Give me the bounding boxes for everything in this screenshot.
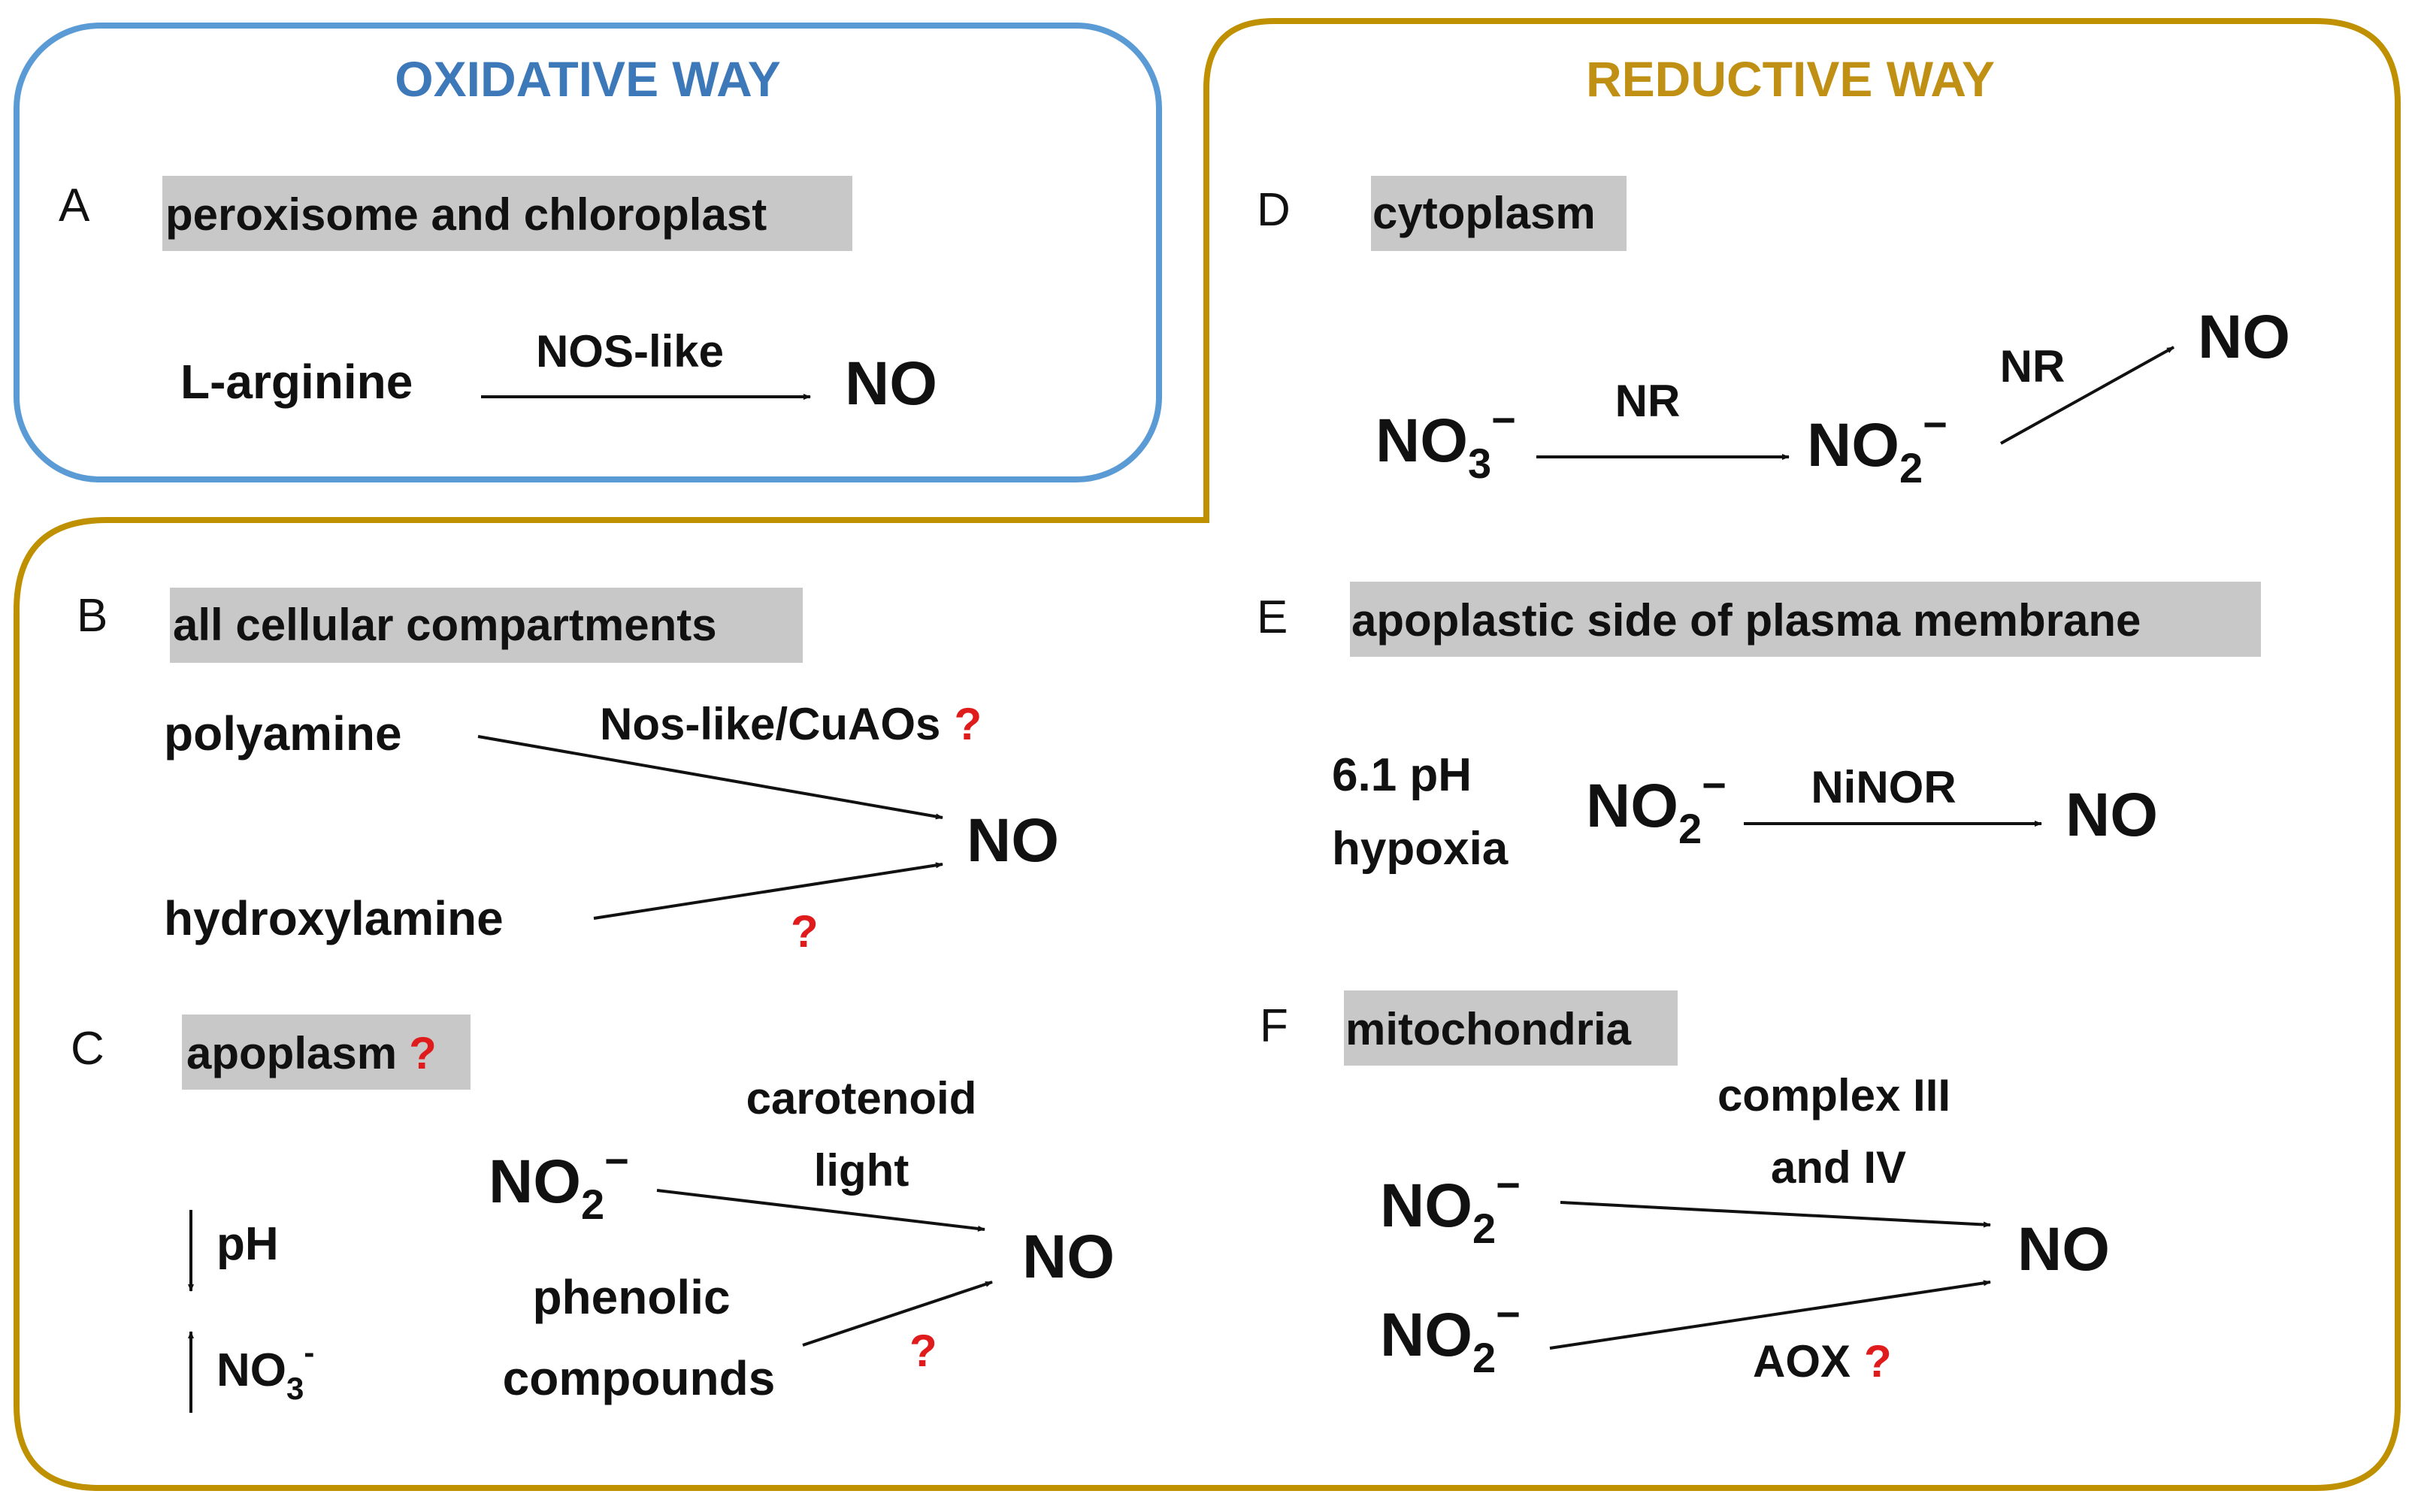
product-no-a: NO xyxy=(845,349,937,418)
substrate-phenolic: phenolic xyxy=(532,1270,730,1324)
enzyme-nr-1: NR xyxy=(1615,376,1681,426)
enzyme-aox: AOX? xyxy=(1753,1336,1892,1387)
enzyme-nr-2: NR xyxy=(2000,341,2065,392)
nitrite-e-sup: − xyxy=(1702,761,1726,809)
enzyme-and-iv: and IV xyxy=(1771,1142,1906,1193)
nitrate-d: NO3− xyxy=(1375,396,1516,487)
panel-letter-c: C xyxy=(71,1023,104,1075)
panel-letter-b: B xyxy=(77,590,107,642)
location-highlight-b xyxy=(170,588,803,663)
question-mark-c-location: ? xyxy=(409,1028,437,1078)
arrow-c-phenolic xyxy=(802,1281,993,1347)
panel-a: A peroxisome and chloroplast L-arginine … xyxy=(59,176,937,418)
location-highlight-c xyxy=(182,1015,471,1090)
product-no-b: NO xyxy=(967,806,1059,875)
location-label-e: apoplastic side of plasma membrane xyxy=(1351,595,2141,646)
location-label-f: mitochondria xyxy=(1345,1004,1632,1054)
arrow-f-aox xyxy=(1549,1280,1991,1350)
nitrate-d-base: NO xyxy=(1375,407,1468,475)
panel-b: B all cellular compartments polyamine No… xyxy=(77,588,1059,957)
oxidative-way-title: OXIDATIVE WAY xyxy=(395,51,780,107)
nitrite-e-sub: 2 xyxy=(1678,805,1702,852)
question-mark-b2: ? xyxy=(791,906,819,957)
nitrite-f2-sub: 2 xyxy=(1472,1334,1496,1381)
product-no-e: NO xyxy=(2065,781,2158,849)
substrate-compounds: compounds xyxy=(503,1351,776,1405)
panel-d: D cytoplasm NO3− NR NO2− NR NO xyxy=(1257,176,2290,491)
arrow-d-nitrite xyxy=(2000,346,2174,445)
product-no-c: NO xyxy=(1022,1223,1115,1291)
reductive-way-title: REDUCTIVE WAY xyxy=(1586,51,1995,107)
enzyme-nos-like: NOS-like xyxy=(536,326,724,376)
location-highlight-e xyxy=(1350,582,2261,657)
panel-e: E apoplastic side of plasma membrane 6.1… xyxy=(1257,582,2261,875)
condition-hypoxia: hypoxia xyxy=(1332,823,1509,875)
panel-letter-e: E xyxy=(1257,591,1288,643)
enzyme-complex-iii: complex III xyxy=(1717,1070,1950,1120)
enzyme-nos-like-cuaos: Nos-like/CuAOs? xyxy=(600,699,982,749)
enzyme-light: light xyxy=(814,1145,909,1196)
nitrite-f1-base: NO xyxy=(1380,1172,1472,1240)
reductive-way-box xyxy=(14,18,2401,1491)
enzyme-aox-text: AOX xyxy=(1753,1336,1851,1387)
location-label-d: cytoplasm xyxy=(1372,188,1596,238)
product-no-f: NO xyxy=(2017,1215,2110,1284)
no3-sup: - xyxy=(304,1335,314,1370)
no3-sub: 3 xyxy=(286,1371,304,1406)
condition-ph: 6.1 pH xyxy=(1332,749,1472,801)
nitrite-f2-sup: − xyxy=(1496,1290,1521,1338)
location-highlight-d xyxy=(1371,176,1627,251)
question-mark-f: ? xyxy=(1864,1336,1892,1387)
nitrite-c-base: NO xyxy=(489,1148,581,1216)
question-mark-b1: ? xyxy=(954,699,982,749)
panel-f: F mitochondria complex III and IV NO2− N… xyxy=(1260,990,2110,1387)
panel-letter-f: F xyxy=(1260,1000,1288,1052)
nitrite-d-sub: 2 xyxy=(1899,444,1923,491)
location-label-c-text: apoplasm xyxy=(186,1028,397,1078)
nitrate-d-sub: 3 xyxy=(1468,440,1491,487)
nitrite-d: NO2− xyxy=(1807,401,1947,491)
arrow-b-hydroxylamine xyxy=(593,862,943,920)
nitrate-d-sup: − xyxy=(1491,396,1516,443)
arrow-f-complex xyxy=(1560,1201,1991,1228)
ph-label: pH xyxy=(216,1218,279,1270)
nitrite-e-base: NO xyxy=(1586,772,1678,840)
substrate-hydroxylamine: hydroxylamine xyxy=(164,891,504,945)
nitrite-c-sub: 2 xyxy=(581,1181,604,1228)
nitrite-c-sup: − xyxy=(604,1137,629,1184)
location-label-a: peroxisome and chloroplast xyxy=(165,189,767,240)
product-no-d: NO xyxy=(2198,303,2290,371)
enzyme-nos-like-cuaos-text: Nos-like/CuAOs xyxy=(600,699,940,749)
nitrite-f-1: NO2− xyxy=(1380,1161,1521,1252)
oxidative-way-box xyxy=(14,23,1162,482)
location-label-b: all cellular compartments xyxy=(173,600,717,650)
nitrite-f-2: NO2− xyxy=(1380,1290,1521,1381)
arrow-b-polyamine xyxy=(477,735,943,820)
nitrite-d-base: NO xyxy=(1807,411,1899,479)
location-highlight-f xyxy=(1344,990,1678,1066)
nitrite-f1-sup: − xyxy=(1496,1161,1521,1208)
location-highlight-a xyxy=(162,176,852,251)
no3-base: NO xyxy=(216,1344,286,1396)
panel-letter-a: A xyxy=(59,180,90,231)
nitrite-f2-base: NO xyxy=(1380,1301,1472,1369)
no3-label: NO3- xyxy=(216,1335,314,1406)
nitrite-e: NO2− xyxy=(1586,761,1726,852)
nitrite-c: NO2− xyxy=(489,1137,629,1228)
location-label-c: apoplasm? xyxy=(186,1028,437,1078)
substrate-polyamine: polyamine xyxy=(164,706,402,761)
nitrite-f1-sub: 2 xyxy=(1472,1205,1496,1252)
arrow-c-nitrite xyxy=(656,1189,985,1232)
panel-letter-d: D xyxy=(1257,184,1291,236)
panel-c: C apoplasm? pH NO3- NO2− carotenoid ligh… xyxy=(71,1015,1115,1413)
enzyme-ninor: NiNOR xyxy=(1811,762,1956,812)
question-mark-c2: ? xyxy=(909,1326,937,1376)
nitrite-d-sup: − xyxy=(1923,401,1947,448)
substrate-l-arginine: L-arginine xyxy=(180,355,413,409)
enzyme-carotenoid: carotenoid xyxy=(746,1073,977,1123)
